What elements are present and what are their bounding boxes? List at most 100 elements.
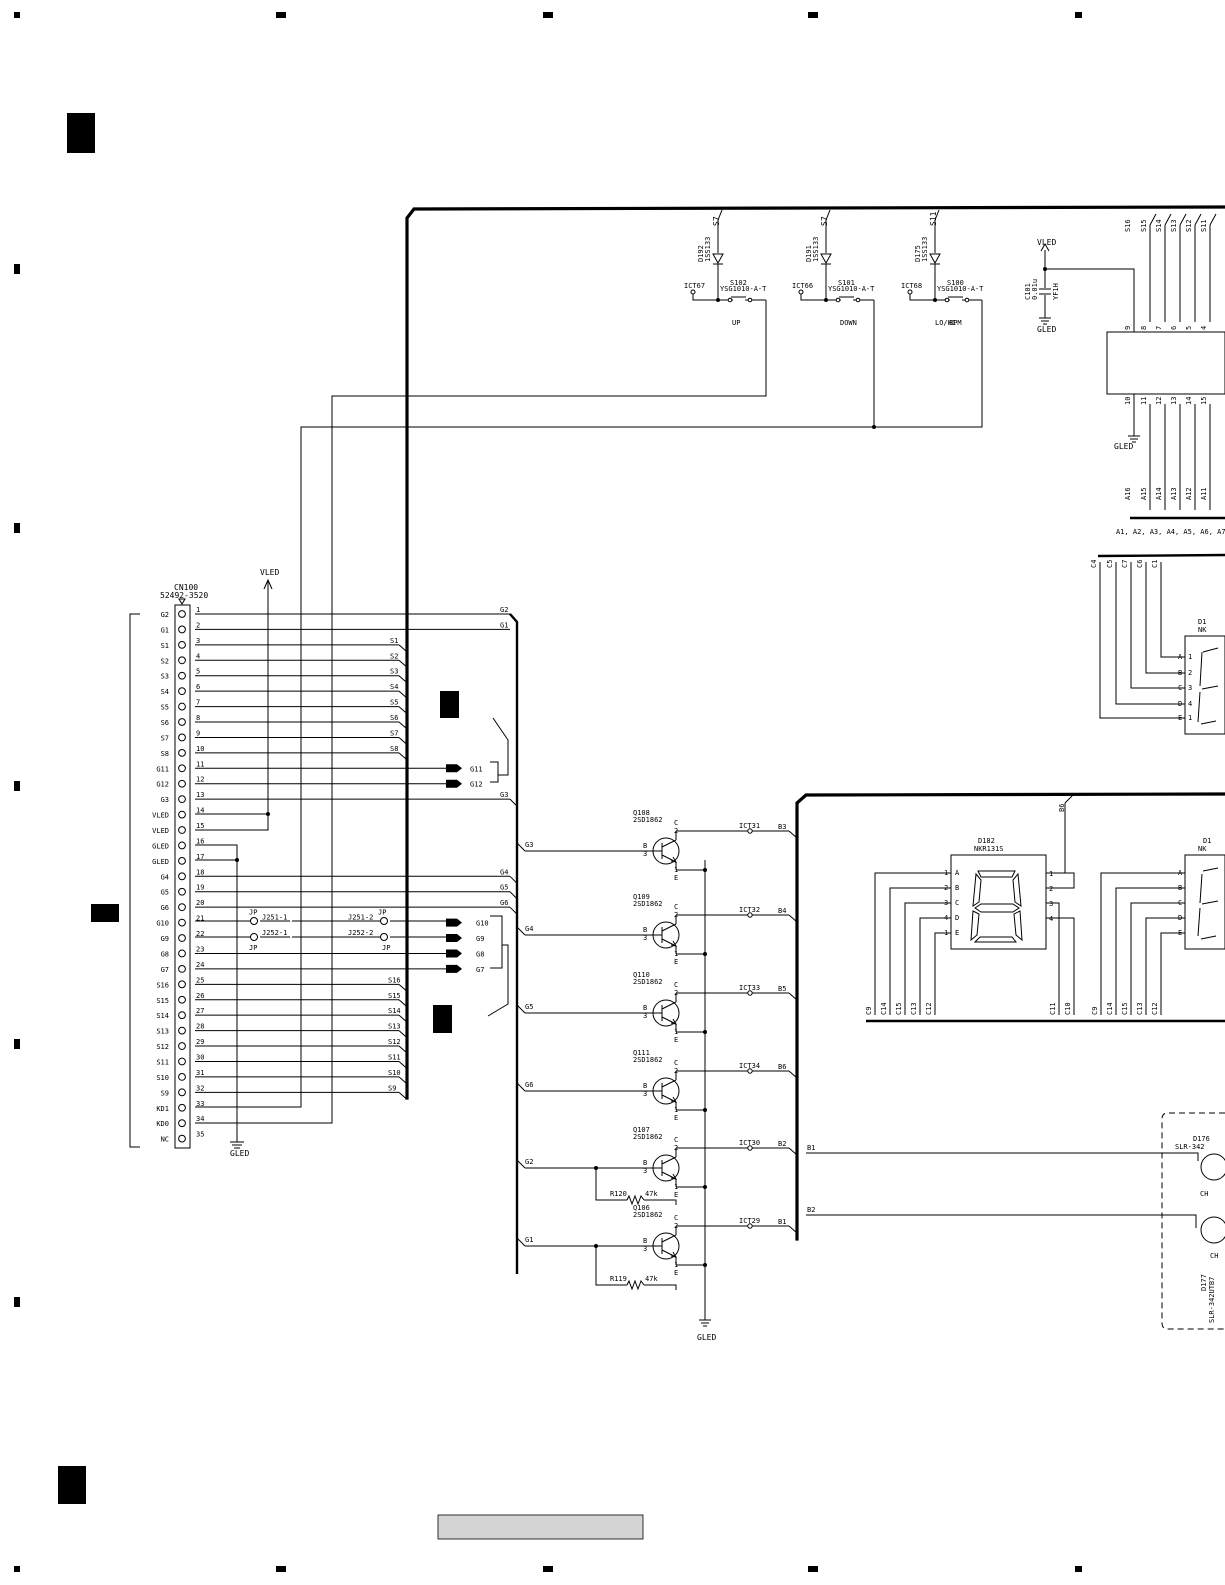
resistor-ref: R119 — [610, 1275, 627, 1283]
display-net: C14 — [880, 1002, 888, 1015]
jumper-jp-label: JP — [249, 944, 257, 952]
test-point-label: ICT29 — [739, 1217, 760, 1225]
display-net: C14 — [1106, 1002, 1114, 1015]
junction — [235, 858, 239, 862]
scan-entry — [398, 1030, 408, 1038]
segment-letter: D — [1178, 700, 1182, 708]
display-net: C13 — [1136, 1002, 1144, 1015]
vled-label-ic: VLED — [1037, 238, 1056, 247]
collector-entry — [788, 1147, 798, 1156]
junction — [933, 298, 937, 302]
segment-pin: 3 — [1188, 684, 1192, 692]
connector-pin — [178, 1134, 186, 1143]
ic-bottom-net: A16 — [1124, 487, 1132, 500]
segment-letter: C — [1178, 684, 1182, 692]
page-label-box — [437, 1514, 644, 1540]
display-part-fragment: NK — [1198, 845, 1207, 853]
display-part-fragment: NK — [1198, 626, 1207, 634]
connector-pin — [178, 1042, 186, 1050]
connector-signal-label: G4 — [161, 873, 169, 881]
connector-pin-number: 28 — [196, 1023, 204, 1031]
connector-arrow — [446, 949, 462, 958]
bus-label-g3: G3 — [500, 791, 508, 799]
c101-symbol — [1039, 250, 1051, 318]
segment-letter: A — [1178, 869, 1183, 877]
ic-bottom-net: A13 — [1170, 487, 1178, 500]
led-ref: D177 — [1200, 1274, 1208, 1291]
connector-pin — [178, 779, 186, 788]
bus-label-g2: G2 — [500, 606, 508, 614]
led-net-label: B1 — [807, 1144, 815, 1152]
transistor-collector-lead — [661, 1001, 677, 1010]
d182-right-wires — [1046, 872, 1075, 1015]
test-point — [690, 289, 696, 295]
display-net: C6 — [1136, 560, 1144, 568]
junction — [266, 812, 270, 816]
test-point-label: ICT66 — [792, 282, 813, 290]
pin-number: 1 — [674, 950, 678, 958]
connector-pin-number: 33 — [196, 1100, 204, 1108]
pin1-mark — [178, 598, 186, 605]
junction — [872, 425, 876, 429]
diode-part: 1SS133 — [704, 237, 712, 262]
connector-signal-label: S1 — [161, 642, 169, 650]
grid-mark — [808, 1566, 818, 1572]
ic-bottom-net: A14 — [1155, 487, 1163, 500]
connector-pin-number: 26 — [196, 992, 204, 1000]
pin-letter: B — [643, 1159, 647, 1167]
pin-letter: C — [674, 1214, 678, 1222]
connector-pin — [178, 702, 186, 711]
segment-letter: E — [1178, 714, 1182, 722]
connector-pin — [178, 733, 186, 742]
connector-signal-label: GLED — [152, 842, 169, 850]
base-entry — [516, 1004, 526, 1014]
ic-top-pin: 4 — [1200, 326, 1208, 330]
emitter-ground — [699, 1319, 711, 1327]
generated-schematic: CN10052492-35201G22G13S14S25S36S47S58S69… — [152, 211, 1225, 1342]
ic-bottom-pin: 13 — [1170, 397, 1178, 405]
segment-pin: 3 — [944, 899, 948, 907]
ground-symbol — [230, 1141, 244, 1149]
jumper-dashed — [296, 920, 344, 938]
jumper-ref: J252-2 — [348, 929, 373, 937]
scan-entry — [398, 659, 408, 668]
switch-contact — [747, 297, 753, 303]
connector-pin-number: 9 — [196, 729, 200, 737]
jumper-ref: J251-2 — [348, 914, 373, 922]
switch-label: DOWN — [840, 319, 857, 327]
display-pin: 2 — [1049, 885, 1053, 893]
connector-pin-number: 2 — [196, 621, 200, 629]
switch-label: LO/HI — [935, 319, 956, 327]
connector-signal-label: G6 — [161, 904, 169, 912]
pin-number: 2 — [674, 1067, 678, 1075]
connector-pin — [178, 610, 186, 618]
cap-rating: YF1H — [1052, 283, 1060, 300]
pin-number: 1 — [674, 1028, 678, 1036]
gled-wire — [195, 844, 238, 1142]
test-point — [747, 990, 753, 996]
junction — [703, 952, 707, 956]
segment-pin: 1 — [944, 929, 948, 937]
test-point — [747, 912, 753, 918]
ic-top-pin: 9 — [1124, 326, 1132, 330]
junction — [703, 1185, 707, 1189]
pin-letter: C — [674, 819, 678, 827]
connector-pin — [178, 826, 186, 834]
collector-entry — [788, 830, 798, 839]
connector-pin-number: 1 — [196, 606, 200, 614]
connector-pin — [178, 1026, 186, 1035]
segment-letter: E — [1178, 929, 1182, 937]
connector-pin — [178, 949, 186, 958]
d182-left-wires — [874, 872, 951, 1015]
test-point — [747, 1223, 753, 1229]
transistor-collector-lead — [661, 1156, 677, 1165]
connector-signal-label: S16 — [156, 981, 169, 989]
scan-entry — [398, 721, 408, 730]
ic-bottom-pin: 11 — [1140, 397, 1148, 405]
upper-display-body — [1184, 635, 1225, 735]
collector-entry — [788, 1225, 798, 1234]
display-part: NKR131S — [974, 845, 1004, 853]
ic-top-taps — [1149, 213, 1217, 226]
connector-signal-label: KD1 — [156, 1105, 169, 1113]
pin-number: 3 — [643, 1090, 647, 1098]
